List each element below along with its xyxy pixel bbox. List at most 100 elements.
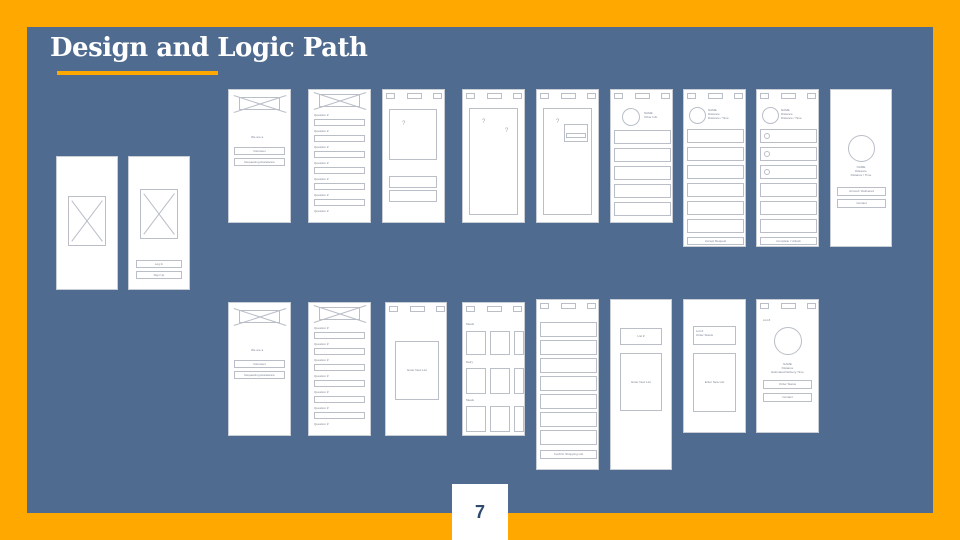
list-row[interactable] (389, 190, 437, 202)
volunteer-button[interactable]: Volunteer (234, 360, 285, 368)
checklist-row[interactable] (760, 201, 817, 215)
order-status-label: Order Status (778, 382, 796, 386)
sign-up-button[interactable]: Sign Up (136, 271, 182, 279)
confirm-shopping-list-label: Confirm Shopping List (553, 452, 584, 456)
list-row[interactable] (540, 412, 597, 427)
list-row[interactable] (540, 358, 597, 373)
enter-new-list-button[interactable]: Enter New List (620, 353, 662, 411)
question-label: Question # (314, 406, 329, 410)
log-in-button[interactable]: Log In (136, 260, 182, 268)
list-row[interactable] (540, 430, 597, 445)
wireframe-login: Log In Sign Up (128, 156, 190, 290)
estimated-delivery-time-text: Estimated Delivery Time (771, 370, 804, 374)
checklist-row[interactable] (760, 165, 817, 179)
list-row[interactable] (687, 219, 744, 233)
contact-label: Contact (856, 201, 867, 205)
requesting-assistance-label: Requesting Assistance (244, 373, 275, 377)
category-tile[interactable] (490, 406, 510, 432)
order-status-label: Order Status (696, 333, 714, 337)
arrived-delivered-button[interactable]: Arrived / Delivered (837, 187, 886, 196)
question-marker: ? (482, 119, 486, 125)
confirm-shopping-list-button[interactable]: Confirm Shopping List (540, 450, 597, 459)
list-row[interactable] (540, 394, 597, 409)
distance-text: Distance (781, 112, 793, 116)
requesting-assistance-button[interactable]: Requesting Assistance (234, 158, 285, 166)
wireframe-request-detail: NAME Distance Distance / Time Accept Req… (683, 89, 746, 247)
category-tile[interactable] (490, 331, 510, 355)
list-status-card[interactable]: List # Order Status (693, 326, 736, 345)
list-row[interactable] (389, 176, 437, 188)
contact-button[interactable]: Contact (837, 199, 886, 208)
category-tile[interactable] (514, 331, 524, 355)
answer-field[interactable] (314, 380, 365, 387)
distance-text: Distance (855, 169, 867, 173)
answer-field[interactable] (314, 396, 365, 403)
map-area[interactable] (389, 109, 437, 160)
avatar (774, 327, 802, 355)
list-row[interactable] (614, 166, 671, 180)
answer-field[interactable] (314, 151, 365, 158)
name-text: NAME (781, 108, 790, 112)
wireframe-questionnaire-2: Question # Question # Question # Questio… (308, 302, 371, 436)
checklist-row[interactable] (760, 147, 817, 161)
list-label: List # (763, 318, 771, 322)
order-status-button[interactable]: Order Status (763, 380, 812, 389)
category-tile[interactable] (466, 406, 486, 432)
checklist-row[interactable] (760, 183, 817, 197)
distance-text: Distance (781, 366, 794, 370)
list-row[interactable] (540, 322, 597, 337)
map-area[interactable] (469, 108, 518, 215)
complete-unlock-button[interactable]: Complete / Unlock (760, 237, 817, 245)
name-text: NAME (644, 111, 653, 115)
accept-request-button[interactable]: Accept Request (687, 237, 744, 245)
answer-field[interactable] (314, 364, 365, 371)
wireframe-map-popup: ? (536, 89, 599, 223)
checkbox[interactable] (764, 151, 770, 157)
image-placeholder (239, 310, 280, 323)
list-row[interactable] (687, 129, 744, 143)
wireframe-categories: Meals Dairy Meals (462, 302, 525, 436)
list-row[interactable] (540, 340, 597, 355)
image-placeholder (319, 94, 360, 107)
distance-time-text: Distance / Time (781, 116, 802, 120)
list-row[interactable] (540, 376, 597, 391)
list-row[interactable] (614, 130, 671, 144)
list-row[interactable] (614, 184, 671, 198)
volunteer-button[interactable]: Volunteer (234, 147, 285, 155)
checklist-row[interactable] (760, 219, 817, 233)
category-tile[interactable] (514, 406, 524, 432)
answer-field[interactable] (314, 167, 365, 174)
question-label: Question # (314, 161, 329, 165)
category-tile[interactable] (466, 368, 486, 394)
answer-field[interactable] (314, 119, 365, 126)
answer-field[interactable] (314, 332, 365, 339)
answer-field[interactable] (314, 199, 365, 206)
checkbox[interactable] (764, 169, 770, 175)
slide-title: Design and Logic Path (50, 33, 368, 63)
category-tile[interactable] (466, 331, 486, 355)
enter-new-list-button[interactable]: Enter New List (693, 353, 736, 412)
wireframe-map-two: ? ? (462, 89, 525, 223)
list-card[interactable]: List # (620, 328, 662, 345)
list-row[interactable] (687, 183, 744, 197)
question-marker: ? (402, 121, 406, 127)
contact-button[interactable]: Contact (763, 393, 812, 402)
wireframe-list-overview: List # Enter New List (610, 299, 672, 470)
requesting-assistance-button[interactable]: Requesting Assistance (234, 371, 285, 379)
category-tile[interactable] (514, 368, 524, 394)
checkbox[interactable] (764, 133, 770, 139)
answer-field[interactable] (314, 183, 365, 190)
list-row[interactable] (687, 165, 744, 179)
enter-new-list-button[interactable]: Enter New List (395, 341, 439, 400)
category-tile[interactable] (490, 368, 510, 394)
list-row[interactable] (687, 201, 744, 215)
distance-time-text: Distance / Time (850, 173, 872, 177)
answer-field[interactable] (314, 135, 365, 142)
answer-field[interactable] (314, 348, 365, 355)
contact-label: Contact (782, 395, 793, 399)
answer-field[interactable] (314, 412, 365, 419)
checklist-row[interactable] (760, 129, 817, 143)
list-row[interactable] (687, 147, 744, 161)
list-row[interactable] (614, 202, 671, 216)
list-row[interactable] (614, 148, 671, 162)
